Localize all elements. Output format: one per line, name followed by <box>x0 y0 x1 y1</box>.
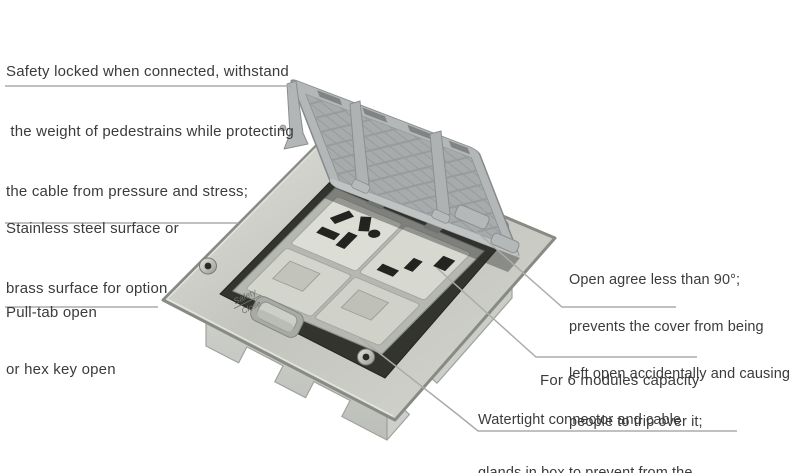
screw-bottom <box>357 348 375 366</box>
annotation-watertight: Watertight connector and cable glands in… <box>478 377 738 473</box>
socket-bs <box>359 225 471 300</box>
blank-modules <box>246 248 420 346</box>
leader-modules <box>436 267 697 358</box>
leader-lines <box>5 85 737 432</box>
latch-arm <box>283 80 309 150</box>
latch-pin <box>279 124 287 132</box>
lid-strut-left <box>349 100 370 190</box>
pull-tab[interactable] <box>248 294 306 340</box>
annotation-line: Open agree less than 90°; <box>569 271 741 288</box>
leader-open-angle <box>467 223 676 308</box>
leader-watertight <box>359 337 737 432</box>
socket-universal <box>291 196 403 271</box>
annotation-line: or hex key open <box>6 361 116 378</box>
plate-bevel-highlight <box>165 143 394 417</box>
annotation-line: glands in box to prevent from the <box>478 464 693 473</box>
lid-slots <box>317 90 471 155</box>
annotation-line: Pull-tab open <box>6 304 97 321</box>
lid-shadow <box>324 186 520 272</box>
hinge-clip-2 <box>490 232 520 254</box>
annotation-line: Stainless steel surface or <box>6 220 179 237</box>
lid-strut-right-foot <box>431 209 451 224</box>
annotation-line: prevents the cover from being <box>569 318 764 335</box>
annotation-line: Safety locked when connected, withstand <box>6 63 289 80</box>
hinge-clip-1 <box>454 204 490 230</box>
annotation-line: the weight of pedestrains while protecti… <box>6 123 294 140</box>
annotation-line: Watertight connector and cable <box>478 412 682 428</box>
lid-strut-left-foot <box>351 179 371 194</box>
screw-left <box>199 257 217 275</box>
lid-strut-right <box>429 130 451 220</box>
annotation-pull-tab: Pull-tab open or hex key open <box>6 265 116 417</box>
